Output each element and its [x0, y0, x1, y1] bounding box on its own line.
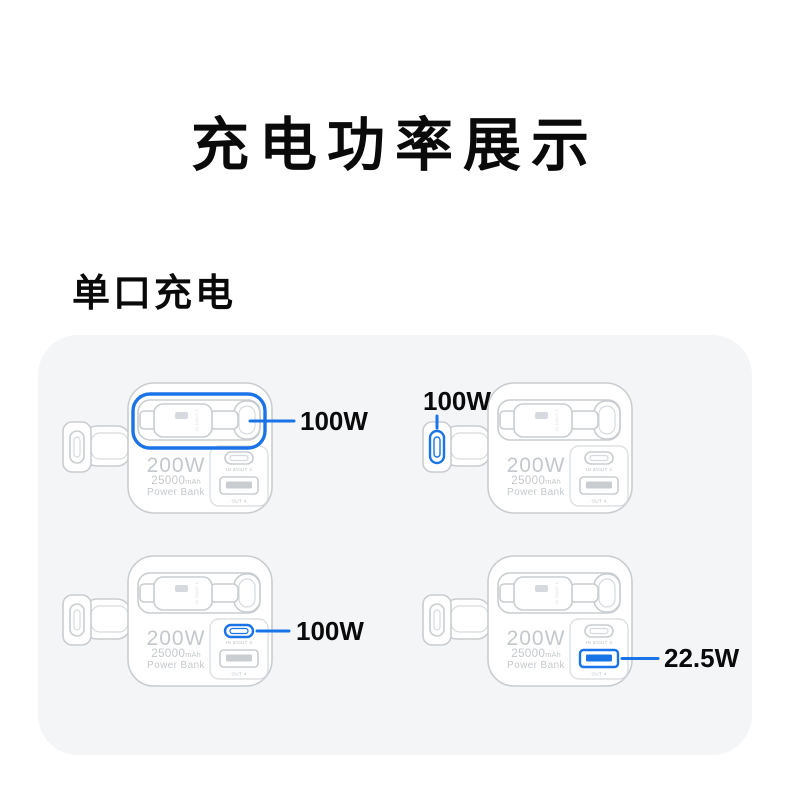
usbc-port-label: IN 3/OUT 3 — [226, 467, 252, 472]
device-name: Power Bank — [507, 660, 566, 671]
usba-port-bar — [586, 481, 612, 489]
device-figure-bottom-left: IN 1/OUT 1 200W 25000mAh Power Bank IN 3… — [60, 553, 390, 703]
port-panel: IN 3/OUT 3 OUT 4 — [209, 618, 269, 680]
cable-neck — [209, 410, 239, 430]
usba-port-label: OUT 4 — [592, 499, 607, 504]
plug-chip — [535, 412, 548, 419]
usba-port-label: OUT 4 — [232, 499, 247, 504]
cable-neck — [209, 583, 239, 603]
callout-usba-port: 22.5W — [620, 643, 740, 673]
usbc-port-label: IN 3/OUT 3 — [226, 640, 252, 645]
plug-chip — [535, 585, 548, 592]
device-figure-bottom-right: IN 1/OUT 1 200W 25000mAh Power Bank IN 3… — [420, 553, 750, 703]
plug-chip — [175, 412, 188, 419]
usbc-port-icon — [584, 451, 614, 465]
retractable-cable-slot: IN 1/OUT 1 — [137, 399, 261, 441]
port-panel-outline — [569, 618, 629, 680]
lanyard-usbc-connector-icon — [69, 603, 85, 637]
power-label: 100W — [296, 616, 364, 646]
usba-port-bar — [226, 481, 252, 489]
usbc-port-icon — [223, 623, 255, 639]
cable-slot-end-cap-inner — [598, 405, 616, 435]
callout-lanyard-connector: 100W — [423, 386, 491, 430]
lanyard-cable — [62, 594, 131, 646]
retractable-usbc-cable — [153, 403, 213, 438]
usbc-port-inner — [589, 627, 609, 635]
power-bank-illustration: IN 1/OUT 1 200W 25000mAh Power Bank IN 3… — [62, 555, 364, 687]
lanyard-usbc-connector-inner — [73, 609, 81, 631]
cable-neck — [569, 583, 599, 603]
cable-plug-label: IN 1/OUT 1 — [194, 408, 199, 431]
power-label: 22.5W — [664, 643, 740, 673]
port-panel: IN 3/OUT 3 OUT 4 — [209, 445, 269, 507]
power-label: 100W — [423, 386, 491, 416]
device-wattage: 200W — [147, 454, 206, 477]
cable-plug-label: IN 1/OUT 1 — [554, 581, 559, 604]
lanyard-usbc-connector-inner — [433, 609, 441, 631]
port-panel-outline — [209, 445, 269, 507]
retractable-usbc-cable — [513, 403, 573, 438]
usbc-port-inner — [229, 627, 249, 635]
device-markings: 200W 25000mAh Power Bank — [507, 454, 566, 498]
device-wattage: 200W — [507, 454, 566, 477]
device-markings: 200W 25000mAh Power Bank — [147, 454, 206, 498]
device-wattage: 200W — [507, 627, 566, 650]
device-capacity: 25000mAh — [151, 648, 200, 660]
device-markings: 200W 25000mAh Power Bank — [507, 627, 566, 671]
lanyard-cable — [62, 421, 131, 473]
device-capacity: 25000mAh — [151, 475, 200, 487]
cable-neck — [569, 410, 599, 430]
port-panel-outline — [209, 618, 269, 680]
usbc-port-inner — [229, 454, 249, 462]
cable-plug-label: IN 1/OUT 1 — [194, 581, 199, 604]
plug-chip — [175, 585, 188, 592]
device-capacity: 25000mAh — [511, 648, 560, 660]
port-panel-outline — [569, 445, 629, 507]
device-figure-top-right: IN 1/OUT 1 200W 25000mAh Power Bank IN 3… — [420, 380, 750, 530]
lanyard-usbc-connector-inner — [73, 436, 81, 458]
retractable-cable-slot: IN 1/OUT 1 — [497, 572, 621, 614]
usba-port-label: OUT 4 — [232, 672, 247, 677]
cable-slot-end-cap-inner — [238, 578, 256, 608]
usbc-port-label: IN 3/OUT 3 — [586, 640, 612, 645]
device-capacity: 25000mAh — [511, 475, 560, 487]
power-bank-illustration: IN 1/OUT 1 200W 25000mAh Power Bank IN 3… — [422, 382, 633, 514]
lanyard-usbc-connector-icon — [428, 429, 446, 465]
device-name: Power Bank — [507, 487, 566, 498]
device-wattage: 200W — [147, 627, 206, 650]
power-bank-illustration: IN 1/OUT 1 200W 25000mAh Power Bank IN 3… — [422, 555, 740, 687]
retractable-cable-slot: IN 1/OUT 1 — [497, 399, 621, 441]
device-figure-top-left: IN 1/OUT 1 200W 25000mAh Power Bank IN 3… — [60, 380, 390, 530]
port-panel: IN 3/OUT 3 OUT 4 — [569, 618, 629, 680]
lanyard-usbc-connector-icon — [69, 430, 85, 464]
charging-demo-panel: IN 1/OUT 1 200W 25000mAh Power Bank IN 3… — [38, 335, 752, 755]
retractable-usbc-cable — [513, 576, 573, 611]
usba-port-bar — [226, 654, 252, 662]
lanyard-usbc-connector-icon — [429, 603, 445, 637]
lanyard-cable — [422, 421, 491, 473]
retractable-usbc-cable — [153, 576, 213, 611]
usbc-port-icon — [584, 624, 614, 638]
cable-slot-end-cap-inner — [598, 578, 616, 608]
device-markings: 200W 25000mAh Power Bank — [147, 627, 206, 671]
lanyard-cable — [422, 594, 491, 646]
power-bank-illustration: IN 1/OUT 1 200W 25000mAh Power Bank IN 3… — [62, 382, 368, 514]
usba-port-label: OUT 4 — [592, 672, 607, 677]
lanyard-usbc-connector-inner — [433, 436, 441, 458]
cable-plug-label: IN 1/OUT 1 — [554, 408, 559, 431]
callout-retractable-cable: 100W — [248, 406, 368, 436]
callout-usbc-port: 100W — [255, 616, 364, 646]
page-title: 充电功率展示 — [190, 113, 599, 178]
retractable-cable-slot: IN 1/OUT 1 — [137, 572, 261, 614]
port-panel: IN 3/OUT 3 OUT 4 — [569, 445, 629, 507]
device-name: Power Bank — [147, 487, 206, 498]
section-title: 单口充电 — [72, 273, 237, 315]
usba-port-bar — [586, 654, 612, 662]
usbc-port-label: IN 3/OUT 3 — [586, 467, 612, 472]
usbc-port-inner — [589, 454, 609, 462]
device-name: Power Bank — [147, 660, 206, 671]
usbc-port-icon — [224, 451, 254, 465]
power-label: 100W — [300, 406, 368, 436]
